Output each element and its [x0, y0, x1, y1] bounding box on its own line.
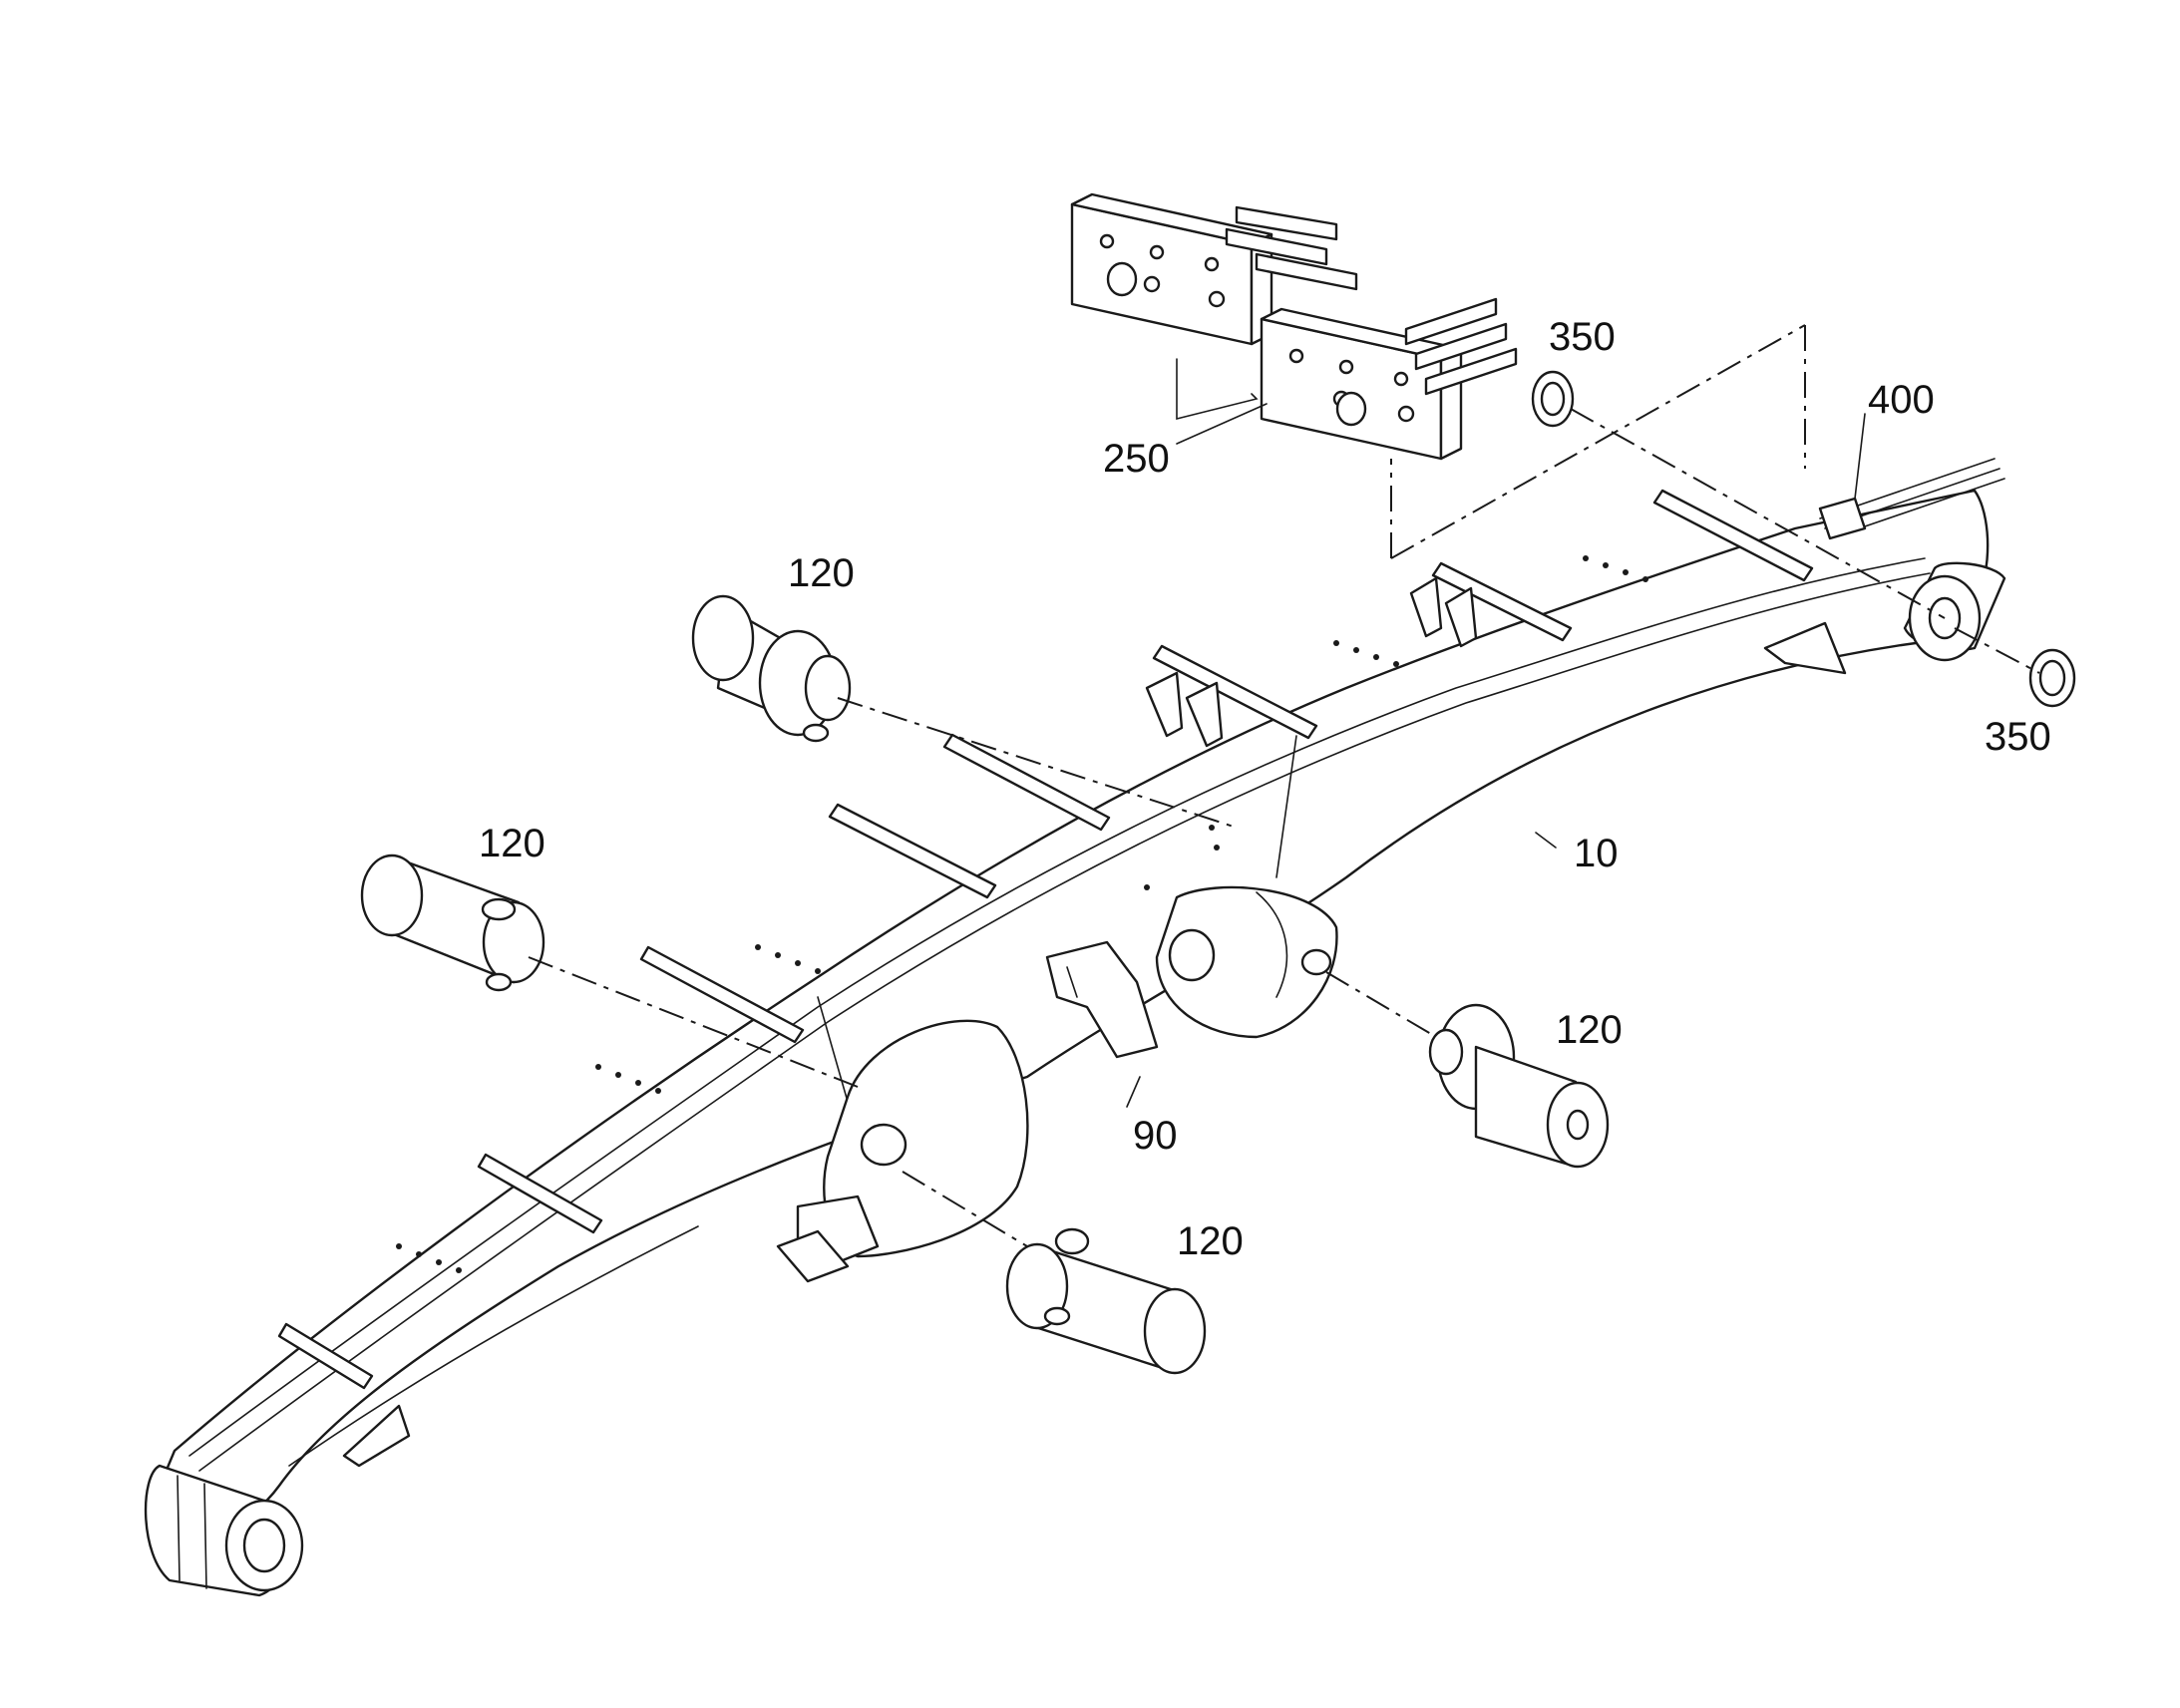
- pin-120-left: [360, 854, 545, 992]
- callout-350-top: 350: [1549, 315, 1616, 359]
- callout-400: 400: [1868, 378, 1935, 422]
- boom-body: [144, 489, 2006, 1597]
- deck-holes: [396, 555, 1648, 1273]
- callout-250: 250: [1103, 437, 1170, 481]
- pin-120-top: [691, 594, 852, 743]
- bracket-250: [1176, 358, 1259, 421]
- callout-120-left: 120: [479, 822, 545, 865]
- pin-120-right: [1428, 1003, 1610, 1169]
- callout-120-bottom: 120: [1177, 1219, 1244, 1263]
- leader-lines: [1126, 403, 1866, 1108]
- callout-120-top: 120: [788, 551, 855, 595]
- callout-90: 90: [1133, 1114, 1178, 1158]
- callout-10: 10: [1574, 832, 1619, 875]
- hose-clamp-bars: [277, 489, 1814, 1390]
- washer-350-top: [1531, 370, 1575, 428]
- manifold-250-b: [1260, 297, 1518, 461]
- callout-120-right: 120: [1556, 1008, 1623, 1052]
- pin-120-bottom: [1005, 1227, 1207, 1375]
- callout-350-right: 350: [1985, 715, 2051, 759]
- hose-400: [1818, 458, 2005, 540]
- washer-350-right: [2028, 648, 2076, 708]
- assembly-centerlines: [528, 324, 2040, 1247]
